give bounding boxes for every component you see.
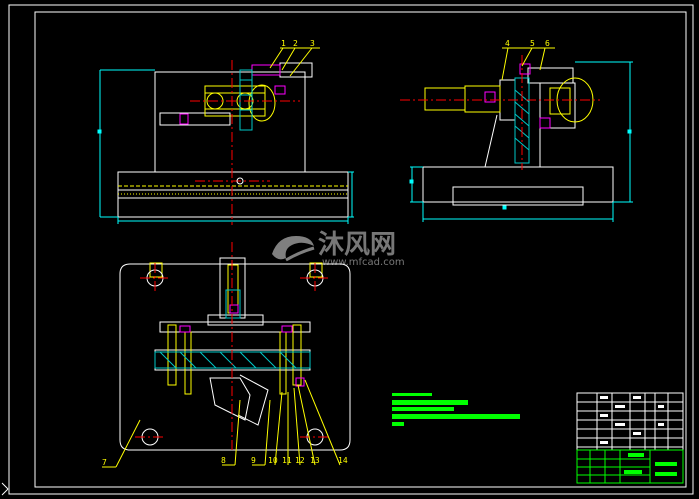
watermark-url: www.mfcad.com — [322, 257, 405, 268]
callout-2: 2 — [293, 39, 298, 48]
callout-3: 3 — [310, 39, 315, 48]
callout-11: 11 — [282, 456, 292, 465]
callout-10: 10 — [268, 456, 278, 465]
callout-7: 7 — [102, 458, 107, 467]
watermark-text: 沐风网 — [318, 230, 396, 260]
drawing-frame — [1, 4, 694, 496]
callout-12: 12 — [295, 456, 305, 465]
callout-14: 14 — [338, 456, 348, 465]
watermark: 沐风网 www.mfcad.com — [272, 230, 405, 268]
mf-logo-icon — [272, 236, 315, 262]
callout-6: 6 — [545, 39, 550, 48]
front-view: 1 2 3 — [97, 39, 354, 225]
callout-5: 5 — [530, 39, 535, 48]
callout-13: 13 — [310, 456, 320, 465]
plan-view: 7 8 9 10 11 12 13 14 — [102, 242, 351, 468]
callout-9: 9 — [251, 456, 256, 465]
title-block — [576, 392, 684, 484]
callout-8: 8 — [221, 456, 226, 465]
side-view: 4 5 6 — [400, 39, 633, 222]
callout-1: 1 — [281, 39, 286, 48]
callout-4: 4 — [505, 39, 510, 48]
technical-notes — [392, 393, 520, 426]
